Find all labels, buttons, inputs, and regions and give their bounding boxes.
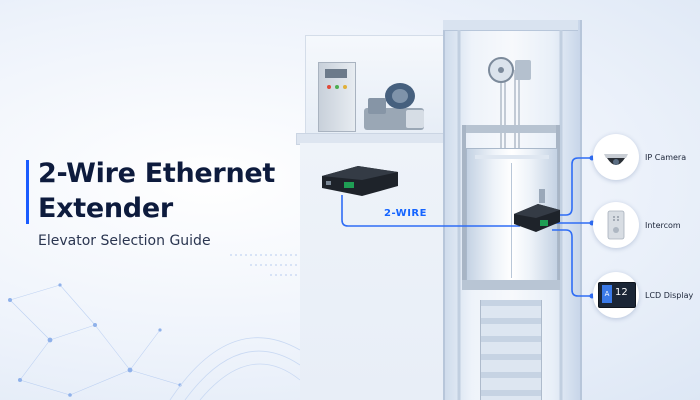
intercom-panel-icon xyxy=(593,202,639,248)
page-title: 2-Wire Ethernet Extender xyxy=(38,158,275,224)
title-accent-bar xyxy=(26,160,29,224)
device-label-intercom: Intercom xyxy=(645,221,681,230)
car-frame xyxy=(462,125,560,133)
car-floor xyxy=(462,280,560,290)
sheave-wheel xyxy=(488,57,531,83)
counterweight xyxy=(480,300,542,400)
device-label-ip-camera: IP Camera xyxy=(645,153,687,162)
lcd-screen-letter: A xyxy=(602,285,612,303)
car-frame-right xyxy=(556,125,560,285)
device-label-lcd-display: LCD Display xyxy=(645,291,694,300)
extender-device-car xyxy=(514,204,560,232)
shaft-top-beam xyxy=(443,20,578,31)
page-subtitle: Elevator Selection Guide xyxy=(38,233,211,249)
traction-motor xyxy=(364,83,424,130)
wire-label: 2-WIRE xyxy=(384,208,427,219)
lcd-screen-number: 12 xyxy=(615,287,628,298)
extender-device-machine-room xyxy=(322,166,398,196)
lcd-display-icon: A 12 xyxy=(593,272,639,318)
control-cabinet xyxy=(318,62,356,132)
car-frame-left xyxy=(462,125,466,285)
network-mesh-decoration xyxy=(8,283,300,400)
dome-camera-icon xyxy=(593,134,639,180)
